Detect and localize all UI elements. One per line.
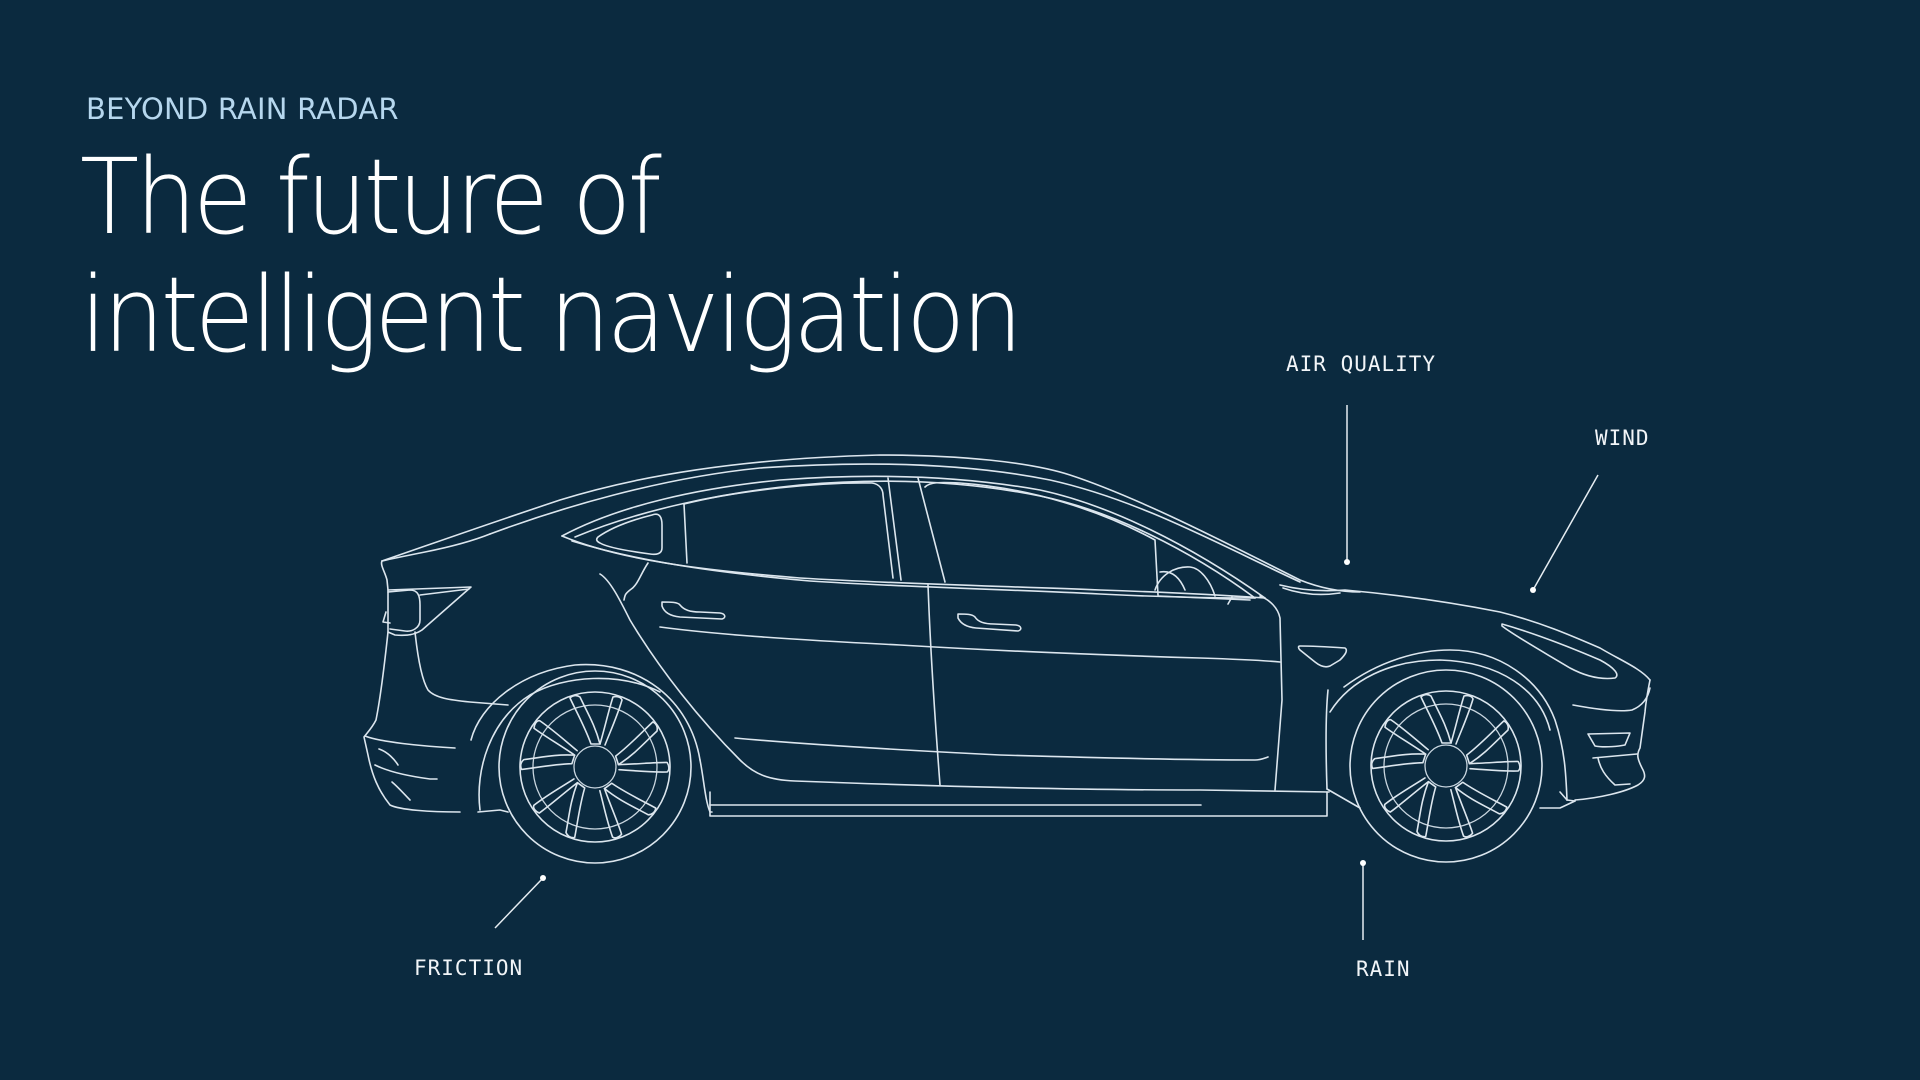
title-line-1: The future of <box>80 136 662 258</box>
wind-leader <box>1530 474 1599 593</box>
callout-friction: FRICTION <box>414 956 524 980</box>
callout-air-quality: AIR QUALITY <box>1286 352 1437 376</box>
air-quality-leader <box>1344 405 1350 565</box>
callout-rain: RAIN <box>1356 957 1411 981</box>
callout-wind: WIND <box>1595 426 1650 450</box>
front-wheel-icon <box>1349 669 1543 863</box>
rear-wheel-icon <box>498 670 692 864</box>
friction-leader <box>494 875 546 929</box>
title-line-2: intelligent navigation <box>80 254 1023 376</box>
page-title: The future of intelligent navigation <box>80 136 1023 376</box>
rain-leader <box>1360 860 1366 940</box>
kicker-text: BEYOND RAIN RADAR <box>86 92 399 126</box>
car-outline-icon <box>363 454 1651 817</box>
